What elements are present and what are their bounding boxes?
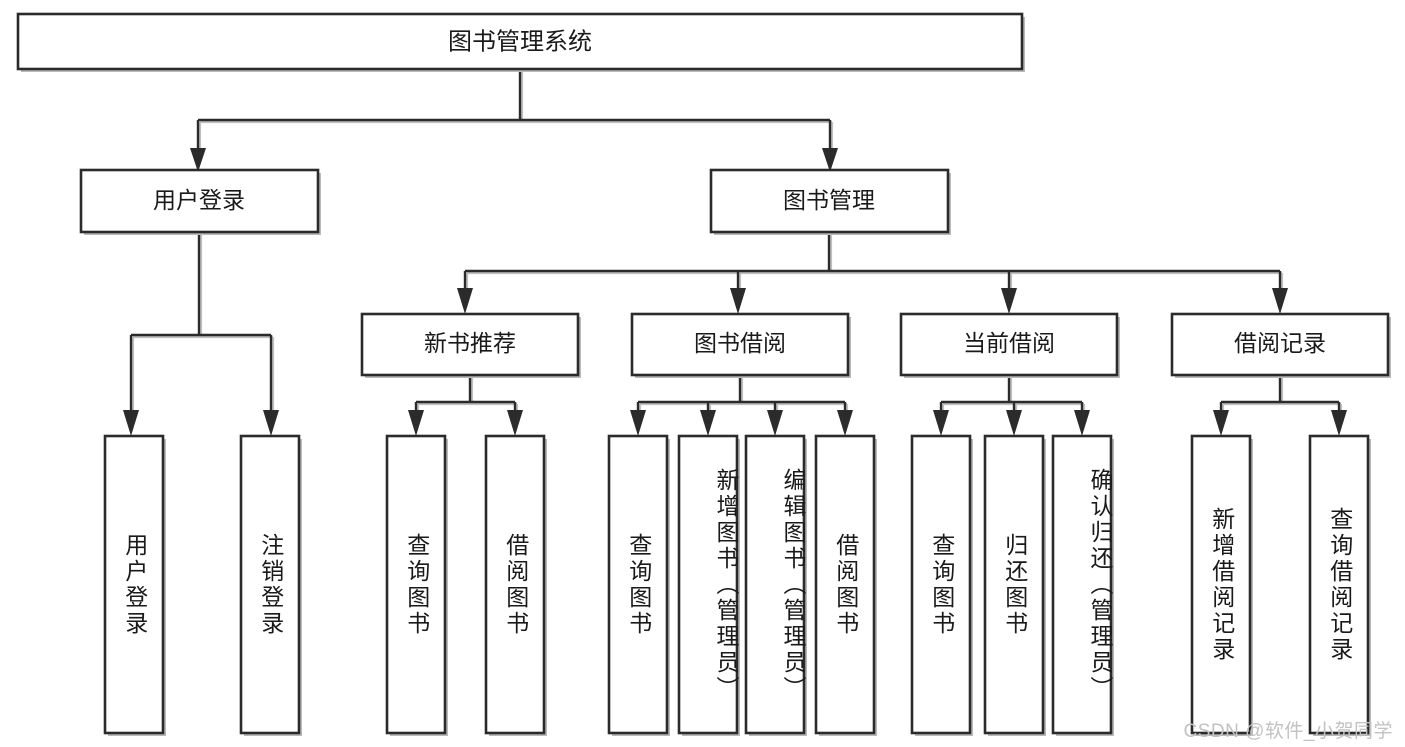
- node-root[interactable]: 图书管理系统: [16, 12, 1024, 71]
- arrow-head-to-leaf-borrow-book-2: [837, 410, 853, 436]
- edge-new-book-rec-branch: [414, 375, 517, 412]
- arrow-head-to-leaf-borrow-book-1: [507, 410, 523, 436]
- edge-borrow-record-shadow: [1221, 377, 1343, 414]
- leaf-box-confirm-return[interactable]: [1051, 434, 1113, 735]
- node-new-book-rec[interactable]: 新书推荐: [360, 312, 580, 377]
- arrow-head-to-borrow-record: [1272, 288, 1288, 314]
- edge-user-login-branch: [129, 232, 273, 412]
- leaf-box-add-book[interactable]: [677, 434, 739, 735]
- borrow-record-label: 借阅记录: [1234, 330, 1326, 356]
- current-borrow-label: 当前借阅: [963, 330, 1055, 356]
- edge-root-trunk-shadow: [198, 70, 834, 152]
- edge-book-manage-shadow: [465, 234, 1284, 292]
- arrow-head-to-leaf-edit-book: [767, 410, 783, 436]
- arrow-head-to-current-borrow: [1001, 288, 1017, 314]
- leaf-box-query-book-3[interactable]: [910, 434, 972, 735]
- new-book-rec-box[interactable]: [360, 312, 580, 377]
- arrow-head-to-leaf-add-book: [700, 410, 716, 436]
- book-borrow-label: 图书借阅: [694, 330, 786, 356]
- leaf-box-add-record[interactable]: [1190, 434, 1252, 735]
- leaf-box-return-book[interactable]: [983, 434, 1045, 735]
- edge-book-manage-branch: [463, 232, 1282, 290]
- node-book-borrow[interactable]: 图书借阅: [630, 312, 850, 377]
- arrow-head-to-book-borrow: [730, 288, 746, 314]
- node-current-borrow[interactable]: 当前借阅: [899, 312, 1119, 377]
- leaf-box-query-book-2[interactable]: [607, 434, 669, 735]
- edge-borrow-record-branch: [1219, 375, 1341, 412]
- csdn-watermark: CSDN @软件_小贺同学: [1183, 721, 1393, 742]
- nodes-layer: 图书管理系统 用户登录 图书管理 新书推荐 图书借阅 当前借阅: [16, 12, 1390, 735]
- edge-user-login-shadow: [131, 234, 275, 414]
- arrow-head-to-leaf-user-logout: [263, 410, 279, 436]
- book-borrow-box[interactable]: [630, 312, 850, 377]
- book-manage-label: 图书管理: [783, 187, 875, 213]
- new-book-rec-label: 新书推荐: [424, 330, 516, 356]
- arrow-head-to-user-login: [190, 148, 206, 172]
- arrow-head-to-leaf-query-book-1: [408, 410, 424, 436]
- arrow-head-to-leaf-return-book: [1006, 410, 1022, 436]
- root-box[interactable]: [16, 12, 1024, 71]
- book-manage-box[interactable]: [709, 168, 950, 234]
- arrow-head-to-leaf-query-book-3: [933, 410, 949, 436]
- node-borrow-record[interactable]: 借阅记录: [1170, 312, 1390, 377]
- arrow-head-to-leaf-add-record: [1213, 410, 1229, 436]
- edge-root-trunk: [196, 68, 832, 150]
- leaf-box-borrow-book-1[interactable]: [484, 434, 546, 735]
- leaf-box-user-login[interactable]: [103, 434, 165, 735]
- leaf-box-user-logout[interactable]: [239, 434, 301, 735]
- edge-current-borrow-branch: [939, 375, 1084, 412]
- leaf-box-query-record[interactable]: [1308, 434, 1370, 735]
- arrow-head-to-book-manage: [822, 148, 838, 172]
- arrow-head-to-leaf-query-book-2: [630, 410, 646, 436]
- leaf-box-query-book-1[interactable]: [385, 434, 447, 735]
- node-book-manage[interactable]: 图书管理: [709, 168, 950, 234]
- borrow-record-box[interactable]: [1170, 312, 1390, 377]
- edge-book-borrow-branch: [636, 375, 847, 412]
- user-login-box[interactable]: [79, 168, 320, 234]
- leaf-box-edit-book[interactable]: [744, 434, 806, 735]
- root-label: 图书管理系统: [448, 28, 592, 55]
- user-login-label: 用户登录: [153, 187, 245, 213]
- edge-book-borrow-shadow: [638, 377, 849, 414]
- arrow-head-to-leaf-confirm-return: [1074, 410, 1090, 436]
- arrow-head-to-leaf-query-record: [1331, 410, 1347, 436]
- edge-new-book-rec-shadow: [416, 377, 519, 414]
- current-borrow-box[interactable]: [899, 312, 1119, 377]
- arrow-head-to-new-book-rec: [457, 288, 473, 314]
- leaf-box-borrow-book-2[interactable]: [814, 434, 876, 735]
- arrow-head-to-leaf-user-login: [123, 410, 139, 436]
- edges-layer: [123, 68, 1347, 436]
- node-user-login[interactable]: 用户登录: [79, 168, 320, 234]
